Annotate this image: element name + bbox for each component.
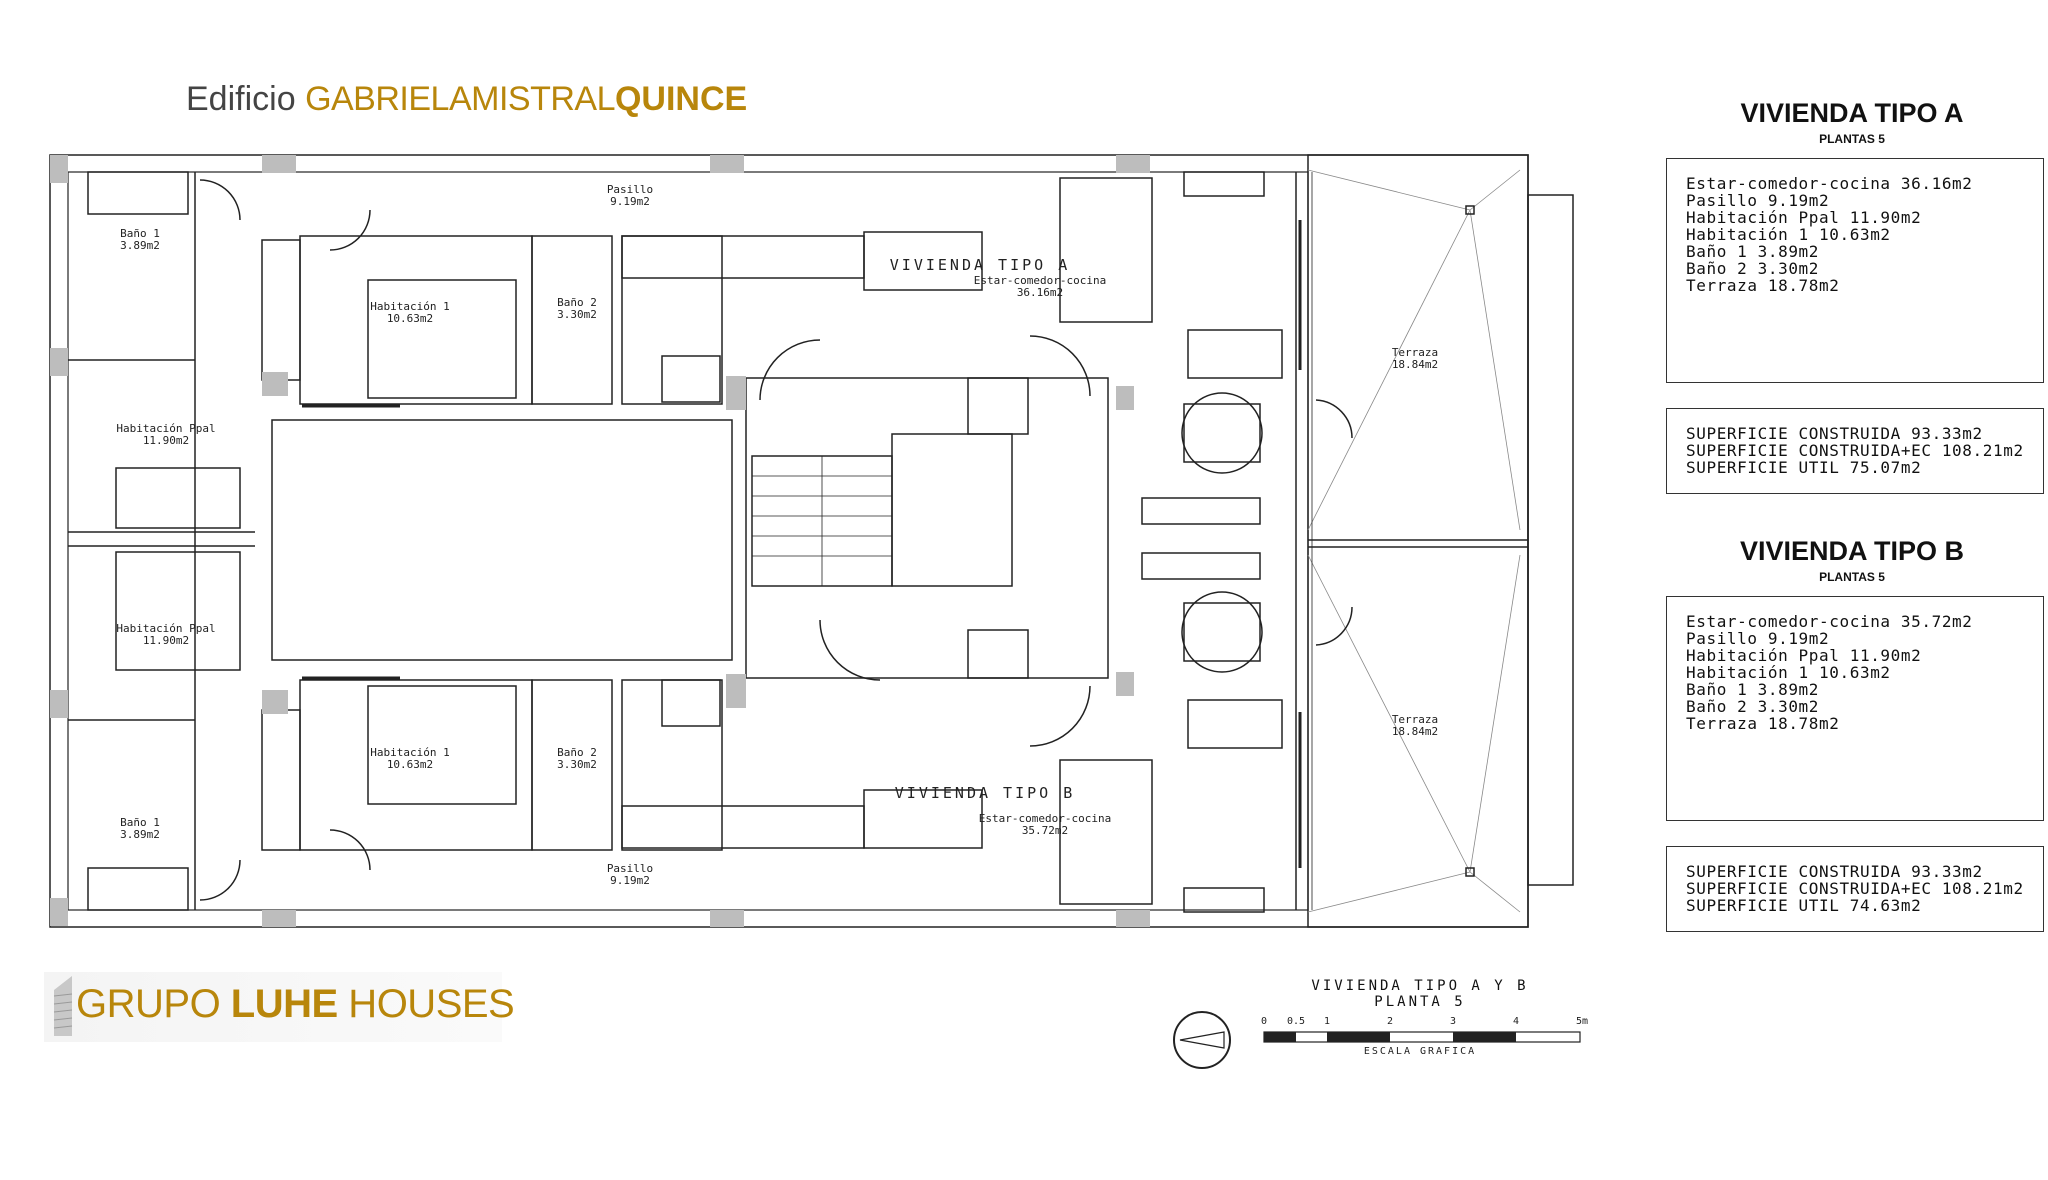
label-hab1-b: Habitación 1 (370, 746, 449, 759)
tipo-a-room: Estar-comedor-cocina 36.16m2 (1686, 174, 1973, 193)
tipo-a-surface: SUPERFICIE CONSTRUIDA 93.33m2 (1686, 424, 1983, 443)
tipo-a-room: Baño 2 3.30m2 (1686, 259, 1820, 278)
building-title-name-bold: QUINCE (614, 80, 748, 118)
label-bano2-a: Baño 2 (557, 296, 597, 309)
tipo-a-surface: SUPERFICIE CONSTRUIDA+EC 108.21m2 (1686, 441, 2024, 460)
building-title: Edificio GABRIELAMISTRALQUINCE (186, 80, 747, 119)
scale-caption: ESCALA GRAFICA (1364, 1046, 1476, 1057)
company-logo-text: GRUPO LUHE HOUSES (76, 982, 515, 1027)
tipo-a-room: Habitación Ppal 11.90m2 (1686, 208, 1922, 227)
tipo-a-title: VIVIENDA TIPO A (1740, 98, 1964, 128)
tipo-b-room: Pasillo 9.19m2 (1686, 629, 1830, 648)
tipo-b-room: Habitación Ppal 11.90m2 (1686, 646, 1922, 665)
tipo-b-title: VIVIENDA TIPO B (1739, 536, 1965, 566)
label-ppal-b-area: 11.90m2 (143, 634, 189, 647)
tipo-b-room: Baño 2 3.30m2 (1686, 697, 1820, 716)
terrace-area (1307, 154, 1529, 928)
tipo-a-room: Terraza 18.78m2 (1686, 276, 1840, 295)
label-estar-b-area: 35.72m2 (1022, 824, 1068, 837)
label-estar-a: Estar-comedor-cocina (974, 274, 1106, 287)
label-bano1-b-area: 3.89m2 (120, 828, 160, 841)
label-bano2-b: Baño 2 (557, 746, 597, 759)
tower-icon (53, 976, 73, 1036)
scale-tick-3: 2 (1387, 1016, 1393, 1027)
label-vivienda-a: VIVIENDA TIPO A (890, 256, 1070, 274)
label-terraza-a: Terraza (1392, 346, 1438, 359)
label-pasillo-b-area: 9.19m2 (610, 874, 650, 887)
tipo-b-room: Habitación 1 10.63m2 (1686, 663, 1891, 682)
scale-tick-5: 4 (1513, 1016, 1519, 1027)
label-pasillo-a-area: 9.19m2 (610, 195, 650, 208)
tipo-b-surface: SUPERFICIE CONSTRUIDA 93.33m2 (1686, 862, 1983, 881)
label-pasillo-b: Pasillo (607, 862, 653, 875)
scale-bar: 0 0.5 1 2 3 4 5m ESCALA GRAFICA (1173, 1011, 1588, 1069)
label-estar-a-area: 36.16m2 (1017, 286, 1063, 299)
tipo-b-surface: SUPERFICIE UTIL 74.63m2 (1686, 896, 1922, 915)
label-hab1-a-area: 10.63m2 (387, 312, 433, 325)
label-vivienda-b: VIVIENDA TIPO B (895, 784, 1075, 802)
elevator (891, 433, 1013, 587)
label-ppal-b: Habitación Ppal (116, 622, 215, 635)
tipo-b-surfaces-box: SUPERFICIE CONSTRUIDA 93.33m2 SUPERFICIE… (1666, 846, 2044, 932)
label-bano1-a: Baño 1 (120, 227, 160, 240)
tipo-a-subtitle: PLANTAS 5 (1819, 132, 1885, 146)
tipo-b-surface: SUPERFICIE CONSTRUIDA+EC 108.21m2 (1686, 879, 2024, 898)
tipo-a-room: Habitación 1 10.63m2 (1686, 225, 1891, 244)
terrace-planter (1527, 194, 1574, 886)
label-terraza-b: Terraza (1392, 713, 1438, 726)
logo-part-grupo: GRUPO (76, 982, 231, 1026)
north-arrow-icon (1173, 1011, 1231, 1069)
tipo-b-subtitle: PLANTAS 5 (1819, 570, 1885, 584)
label-bano1-a-area: 3.89m2 (120, 239, 160, 252)
company-logo: GRUPO LUHE HOUSES (44, 972, 515, 1042)
label-terraza-b-area: 18.84m2 (1392, 725, 1438, 738)
core (745, 377, 1109, 679)
logo-part-houses: HOUSES (337, 982, 515, 1026)
label-hab1-b-area: 10.63m2 (387, 758, 433, 771)
scale-tick-0: 0 (1261, 1016, 1267, 1027)
label-terraza-a-area: 18.84m2 (1392, 358, 1438, 371)
label-bano1-b: Baño 1 (120, 816, 160, 829)
tipo-b-room: Baño 1 3.89m2 (1686, 680, 1820, 699)
scale-tick-4: 3 (1450, 1016, 1456, 1027)
scale-tick-2: 1 (1324, 1016, 1330, 1027)
drawing-title-line1: VIVIENDA TIPO A Y B (1311, 978, 1529, 994)
tipo-a-room: Pasillo 9.19m2 (1686, 191, 1830, 210)
courtyard (271, 419, 733, 661)
label-hab1-a: Habitación 1 (370, 300, 449, 313)
label-bano2-b-area: 3.30m2 (557, 758, 597, 771)
scale-tick-6: 5m (1576, 1016, 1588, 1027)
tipo-a-room: Baño 1 3.89m2 (1686, 242, 1820, 261)
label-ppal-a-area: 11.90m2 (143, 434, 189, 447)
tipo-a-rooms-box: Estar-comedor-cocina 36.16m2 Pasillo 9.1… (1666, 158, 2044, 383)
label-estar-b: Estar-comedor-cocina (979, 812, 1111, 825)
scale-tick-1: 0.5 (1287, 1016, 1305, 1027)
tipo-b-rooms-box: Estar-comedor-cocina 35.72m2 Pasillo 9.1… (1666, 596, 2044, 821)
tipo-b-room: Estar-comedor-cocina 35.72m2 (1686, 612, 1973, 631)
tipo-a-surface: SUPERFICIE UTIL 75.07m2 (1686, 458, 1922, 477)
building-title-prefix: Edificio (186, 80, 306, 118)
label-bano2-a-area: 3.30m2 (557, 308, 597, 321)
tipo-b-room: Terraza 18.78m2 (1686, 714, 1840, 733)
tipo-a-surfaces-box: SUPERFICIE CONSTRUIDA 93.33m2 SUPERFICIE… (1666, 408, 2044, 494)
logo-part-luhe: LUHE (230, 982, 338, 1026)
building-title-name: GABRIELAMISTRAL (305, 80, 615, 118)
label-pasillo-a: Pasillo (607, 183, 653, 196)
drawing-title: VIVIENDA TIPO A Y B PLANTA 5 (1290, 978, 1550, 1010)
drawing-title-line2: PLANTA 5 (1374, 994, 1466, 1010)
label-ppal-a: Habitación Ppal (116, 422, 215, 435)
